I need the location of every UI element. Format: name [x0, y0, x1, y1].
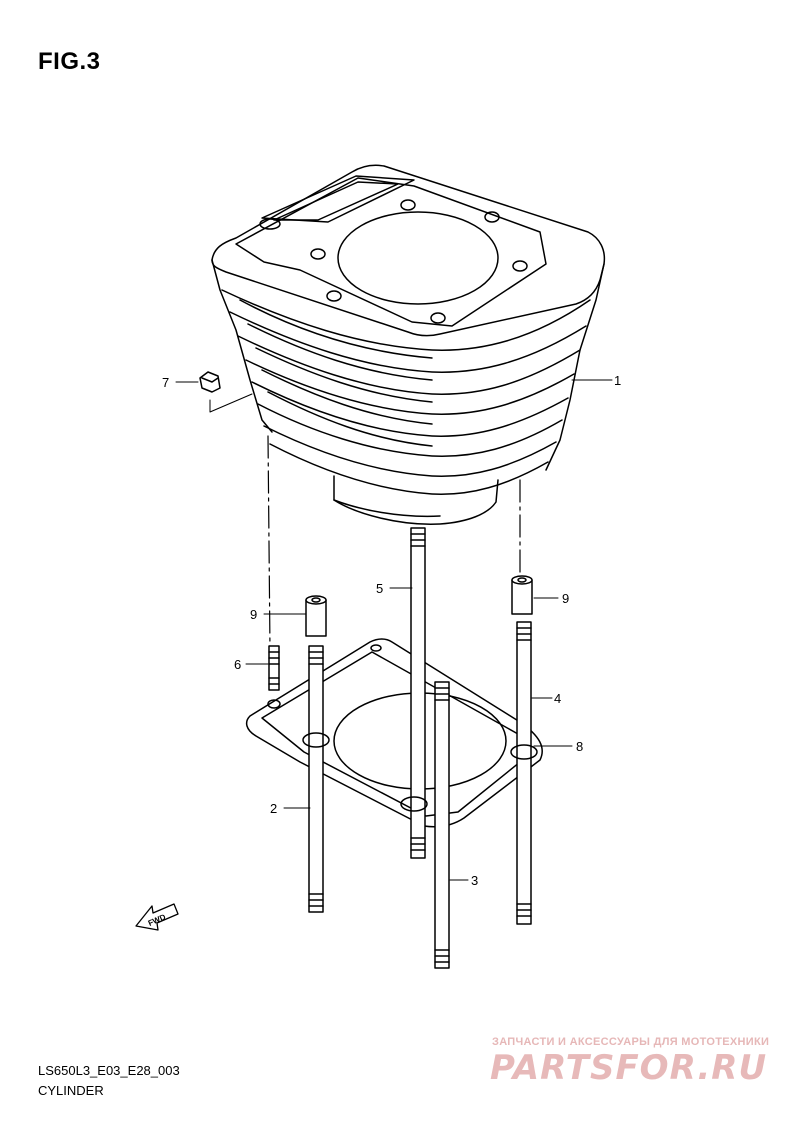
diagram-name: CYLINDER	[38, 1083, 104, 1098]
stud-part-5	[410, 527, 426, 859]
callout-9-right: 9	[562, 591, 569, 606]
short-stud-part-6	[268, 645, 280, 691]
diagram-code: LS650L3_E03_E28_003	[38, 1063, 180, 1078]
stud-part-4	[516, 621, 532, 925]
callout-9-left: 9	[250, 607, 257, 622]
cylinder-base-gasket	[245, 638, 543, 828]
callout-6: 6	[234, 657, 241, 672]
cap-nut-part-7	[199, 371, 221, 393]
dowel-pin-left	[305, 595, 327, 637]
fwd-arrow-icon	[135, 903, 179, 931]
callout-3: 3	[471, 873, 478, 888]
callout-4: 4	[554, 691, 561, 706]
watermark-logo: PARTSFOR.RU	[490, 1048, 768, 1088]
stud-part-3	[434, 681, 450, 969]
cylinder-body	[211, 164, 606, 525]
figure-title: FIG.3	[38, 48, 101, 75]
stud-part-2	[308, 645, 324, 913]
watermark-tagline: ЗАПЧАСТИ И АКСЕССУАРЫ ДЛЯ МОТОТЕХНИКИ	[492, 1036, 770, 1048]
callout-2: 2	[270, 801, 277, 816]
dowel-pin-right	[511, 575, 533, 615]
callout-1: 1	[614, 373, 621, 388]
callout-7: 7	[162, 375, 169, 390]
callout-8: 8	[576, 739, 583, 754]
callout-5: 5	[376, 581, 383, 596]
